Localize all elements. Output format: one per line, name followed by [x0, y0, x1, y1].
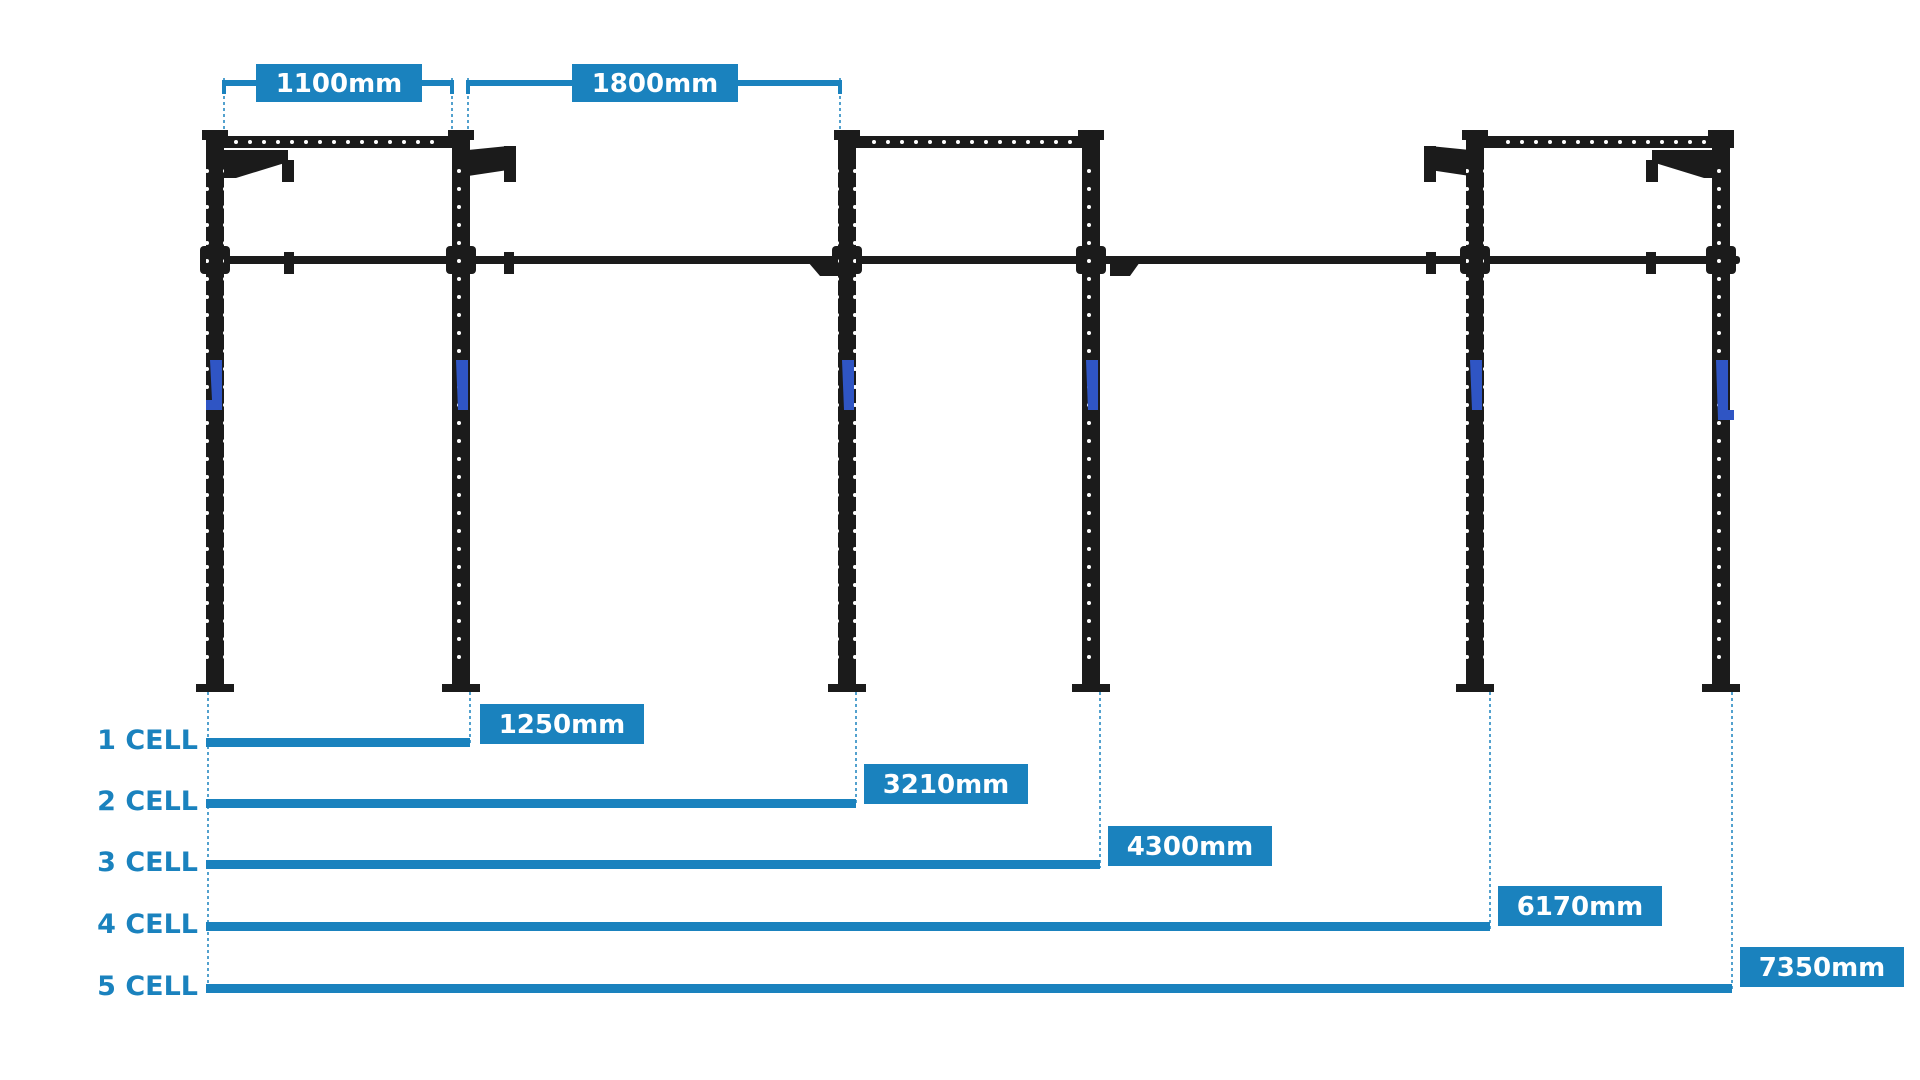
top-dimension-1: 1100mm [222, 64, 454, 102]
top-dimensions: 1100mm 1800mm [222, 64, 842, 102]
cell-length-label: 6170mm [1517, 892, 1644, 922]
cell-length-bar [206, 799, 856, 808]
cell-length-box [1498, 886, 1662, 926]
cell-length-label: 7350mm [1759, 953, 1886, 983]
cell-count-label: 2 CELL [97, 786, 198, 817]
top-dimension-2: 1800mm [466, 64, 842, 102]
cell-count-label: 5 CELL [97, 971, 198, 1002]
wall-rack-illustration [196, 130, 1740, 692]
dimension-label: 1100mm [276, 69, 403, 99]
cell-length-bar [206, 922, 1490, 931]
cell-length-box [864, 764, 1028, 804]
dimension-label-box [572, 64, 738, 102]
cell-row-2: 2 CELL 3210mm [97, 764, 1028, 817]
dimension-label: 1800mm [592, 69, 719, 99]
cell-length-bar [206, 860, 1100, 869]
cell-length-label: 4300mm [1127, 832, 1254, 862]
cell-length-label: 1250mm [499, 710, 626, 740]
cell-length-label: 3210mm [883, 770, 1010, 800]
cell-row-5: 5 CELL 7350mm [97, 947, 1904, 1002]
wall-brackets [222, 146, 1718, 276]
cell-length-bar [206, 984, 1732, 993]
cell-length-box [480, 704, 644, 744]
cell-row-4: 4 CELL 6170mm [97, 886, 1662, 940]
cell-count-label: 1 CELL [97, 725, 198, 756]
cell-length-bar [206, 738, 470, 747]
pullup-bar [200, 256, 1740, 264]
cell-count-label: 3 CELL [97, 847, 198, 878]
uprights [196, 130, 1740, 692]
cell-length-box [1740, 947, 1904, 987]
cell-count-label: 4 CELL [97, 909, 198, 940]
cell-row-1: 1 CELL 1250mm [97, 704, 644, 756]
upright-holes [206, 160, 1730, 670]
dimension-label-box [256, 64, 422, 102]
cell-length-rows: 1 CELL 1250mm 2 CELL 3210mm 3 CELL 4300mm 4 CE… [97, 704, 1904, 1002]
beam-holes [234, 140, 1706, 144]
cell-row-3: 3 CELL 4300mm [97, 826, 1272, 878]
cell-length-box [1108, 826, 1272, 866]
j-hooks [206, 360, 1734, 420]
guide-lines [207, 78, 1733, 992]
